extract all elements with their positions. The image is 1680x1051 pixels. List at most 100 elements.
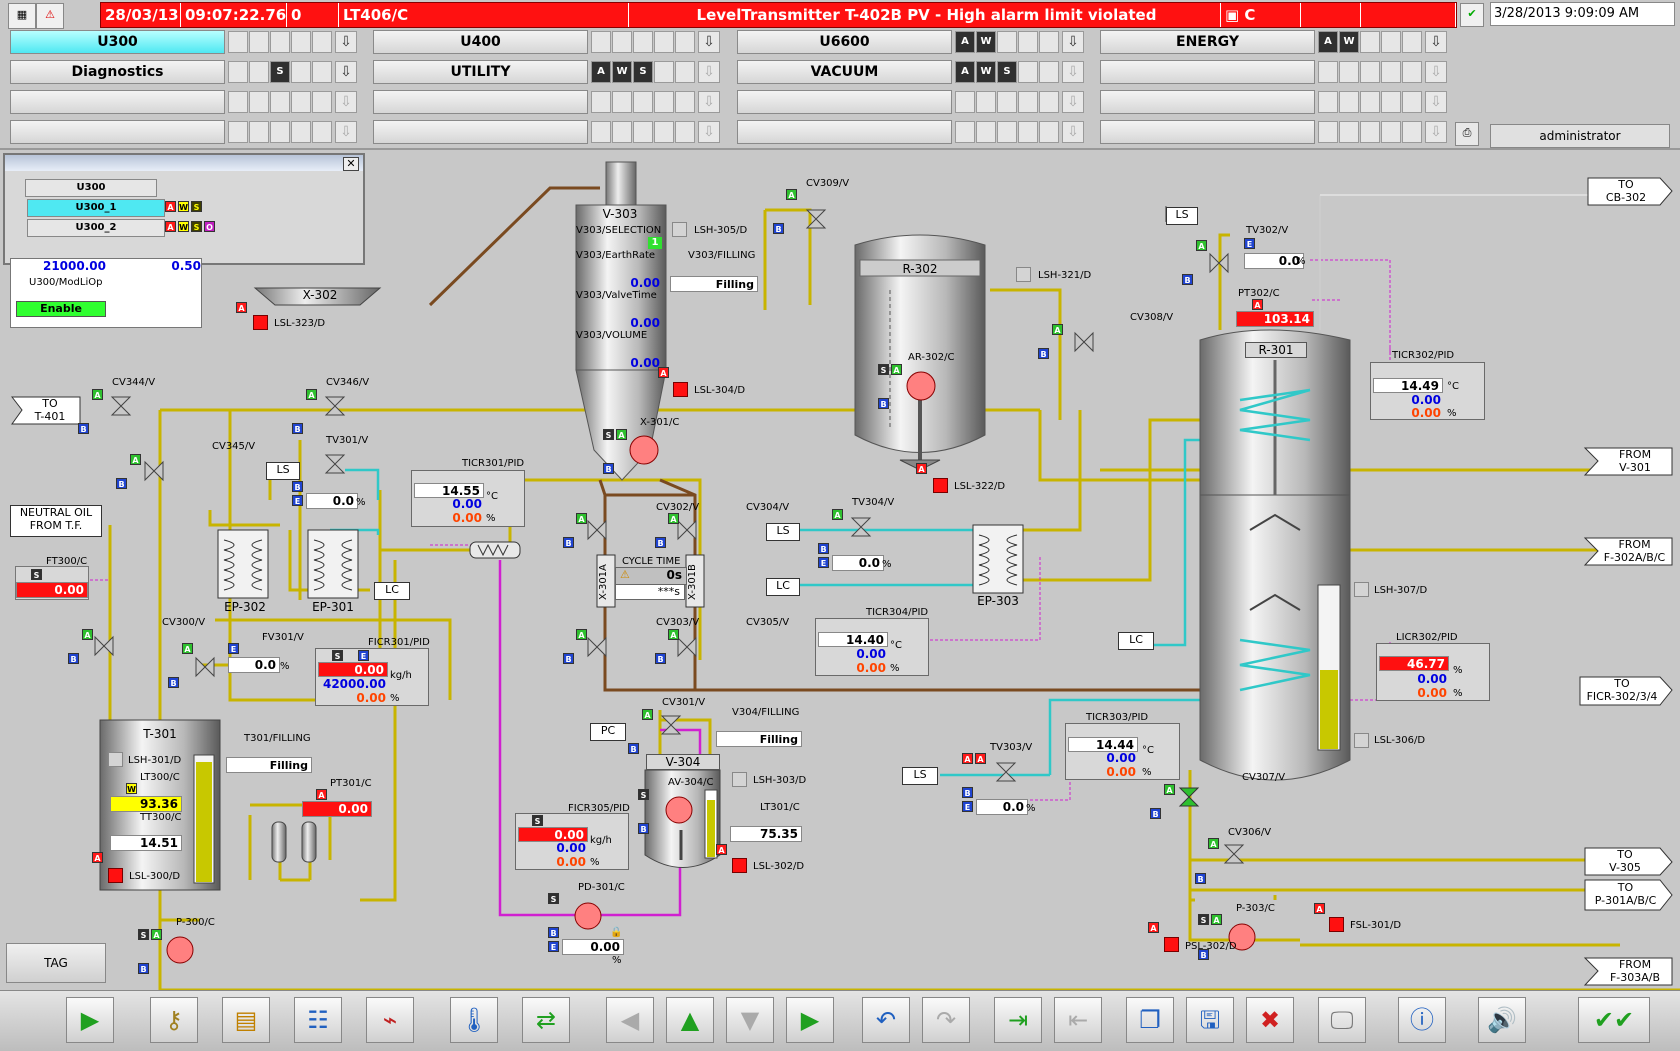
close-window-icon[interactable]: ✖ [1246, 997, 1294, 1043]
x301a-tag[interactable]: X-301A [598, 564, 609, 600]
redo-icon[interactable]: ↷ [922, 997, 970, 1043]
thermometer-icon[interactable]: 🌡 [450, 997, 498, 1043]
licr302-faceplate[interactable]: 46.77 % 0.00 0.00 % [1376, 643, 1490, 701]
ack-all-icon[interactable]: ✔✔ [1578, 997, 1650, 1043]
lsh301-indicator[interactable] [108, 752, 123, 767]
area-button-utility[interactable]: UTILITY [373, 60, 588, 84]
arrow-down-icon[interactable]: ⇩ [1425, 61, 1447, 83]
v303filling-value[interactable]: Filling [670, 276, 758, 292]
arrow-right-icon[interactable]: ▶ [786, 997, 834, 1043]
tag-button[interactable]: TAG [6, 943, 106, 983]
info-icon[interactable]: ⓘ [1398, 997, 1446, 1043]
ack-icon[interactable]: ✔ [1460, 3, 1484, 27]
tree-item-u300-2[interactable]: U300_2 [27, 219, 165, 237]
lsh321-indicator[interactable] [1016, 267, 1031, 282]
lsh305-indicator[interactable] [672, 222, 687, 237]
keys-icon[interactable]: ⚷ [150, 997, 198, 1043]
area-button-diagnostics[interactable]: Diagnostics [10, 60, 225, 84]
arrow-down-icon[interactable]: ⇩ [1425, 121, 1447, 143]
printer-icon[interactable]: ⎙ [1455, 122, 1479, 146]
area-button-empty[interactable] [373, 90, 588, 114]
r301-label[interactable]: R-301 [1245, 342, 1307, 358]
arrow-down-icon[interactable]: ⇩ [1062, 61, 1084, 83]
lsl323-indicator[interactable] [253, 315, 268, 330]
ticr304-faceplate[interactable]: 14.40 °C 0.00 0.00 % [815, 618, 929, 676]
area-button-empty[interactable] [1100, 90, 1315, 114]
tree-root[interactable]: U300 [25, 179, 157, 197]
v304-label[interactable]: V-304 [646, 754, 720, 770]
from-f302[interactable]: FROM F-302A/B/C [1603, 538, 1666, 564]
arrow-up-icon[interactable]: ▲ [666, 997, 714, 1043]
v303vol-value[interactable]: 0.00 [630, 356, 660, 370]
ls-tv301[interactable]: LS [266, 462, 300, 480]
alarm-list-icon[interactable]: ▤ [222, 997, 270, 1043]
ls-tv302[interactable]: LS [1166, 207, 1198, 225]
arrow-down-icon[interactable]: ⇩ [335, 31, 357, 53]
from-f303[interactable]: FROM F-303A/B [1609, 958, 1661, 984]
lsh303-indicator[interactable] [732, 772, 747, 787]
x302-label[interactable]: X-302 [302, 288, 338, 302]
logout-icon[interactable]: ⇤ [1054, 997, 1102, 1043]
lsl302-indicator[interactable] [732, 858, 747, 873]
ficr301-faceplate[interactable]: S E 0.00 kg/h 42000.00 0.00 % [315, 648, 429, 706]
app-icon-1[interactable]: ▦ [8, 3, 36, 29]
ls-tv303[interactable]: LS [902, 767, 938, 785]
arrow-down-icon[interactable]: ⇩ [335, 91, 357, 113]
area-button-empty[interactable] [1100, 120, 1315, 144]
arrow-down-icon[interactable]: ▼ [726, 997, 774, 1043]
screen-switch-icon[interactable]: ⇄ [522, 997, 570, 1043]
to-cb302[interactable]: TO CB-302 [1605, 178, 1647, 204]
ticr301-faceplate[interactable]: 14.55 °C 0.00 0.00 % [411, 470, 525, 527]
config-icon[interactable]: ☷ [294, 997, 342, 1043]
arrow-down-icon[interactable]: ⇩ [698, 31, 720, 53]
area-button-energy[interactable]: ENERGY [1100, 30, 1315, 54]
v303-label[interactable]: V-303 [602, 207, 638, 221]
v303sel-value[interactable]: 1 [648, 237, 662, 249]
arrow-down-icon[interactable]: ⇩ [335, 121, 357, 143]
area-button-empty[interactable] [737, 120, 952, 144]
pc-cv301[interactable]: PC [590, 723, 626, 741]
area-button-u300[interactable]: U300 [10, 30, 225, 54]
area-button-empty[interactable] [10, 90, 225, 114]
tv304-value[interactable]: 0.0 [832, 555, 884, 571]
arrow-down-icon[interactable]: ⇩ [698, 121, 720, 143]
arrow-down-icon[interactable]: ⇩ [1425, 31, 1447, 53]
tv301-value[interactable]: 0.0 [306, 493, 358, 509]
psl302-indicator[interactable] [1164, 937, 1179, 952]
login-icon[interactable]: ⇥ [994, 997, 1042, 1043]
fv301-value[interactable]: 0.0 [228, 657, 280, 673]
v303valve-value[interactable]: 0.00 [630, 316, 660, 330]
lc-r301[interactable]: LC [1118, 632, 1154, 650]
from-v301[interactable]: FROM V-301 [1618, 448, 1652, 474]
open-window-icon[interactable]: ❐ [1126, 997, 1174, 1043]
area-button-empty[interactable] [737, 90, 952, 114]
monitor-icon[interactable]: 🖵 [1318, 997, 1366, 1043]
area-button-empty[interactable] [373, 120, 588, 144]
ep302-label[interactable]: EP-302 [224, 600, 266, 614]
x301b-tag[interactable]: X-301B [687, 564, 698, 600]
ls-tv304[interactable]: LS [766, 523, 800, 541]
t301-label[interactable]: T-301 [143, 727, 177, 741]
tv303-value[interactable]: 0.0 [976, 799, 1028, 815]
arrow-down-icon[interactable]: ⇩ [698, 61, 720, 83]
tv302-value[interactable]: 0.0 [1244, 253, 1304, 269]
arrow-down-icon[interactable]: ⇩ [1062, 91, 1084, 113]
lc-ep301[interactable]: LC [374, 582, 410, 600]
pt301-value[interactable]: 0.00 [302, 801, 372, 817]
arrow-left-icon[interactable]: ◀ [606, 997, 654, 1043]
lsl306-indicator[interactable] [1354, 733, 1369, 748]
to-v305[interactable]: TO V-305 [1609, 848, 1641, 874]
arrow-down-icon[interactable]: ⇩ [335, 61, 357, 83]
lsl300-indicator[interactable] [108, 868, 123, 883]
alarm-line[interactable]: 28/03/13 09:07:22.764 0 LT406/C LevelTra… [100, 2, 1457, 28]
lsl304-indicator[interactable] [673, 382, 688, 397]
area-button-empty[interactable] [1100, 60, 1315, 84]
trend-icon[interactable]: ⌁ [366, 997, 414, 1043]
undo-icon[interactable]: ↶ [862, 997, 910, 1043]
arrow-down-icon[interactable]: ⇩ [1425, 91, 1447, 113]
neutral-oil-label[interactable]: NEUTRAL OIL FROM T.F. [10, 505, 102, 537]
ticr303-faceplate[interactable]: 14.44 °C 0.00 0.00 % [1065, 723, 1180, 780]
v304filling-value[interactable]: Filling [716, 731, 802, 747]
lt301-value[interactable]: 75.35 [730, 826, 802, 842]
lt300-value[interactable]: 93.36 [110, 796, 182, 812]
